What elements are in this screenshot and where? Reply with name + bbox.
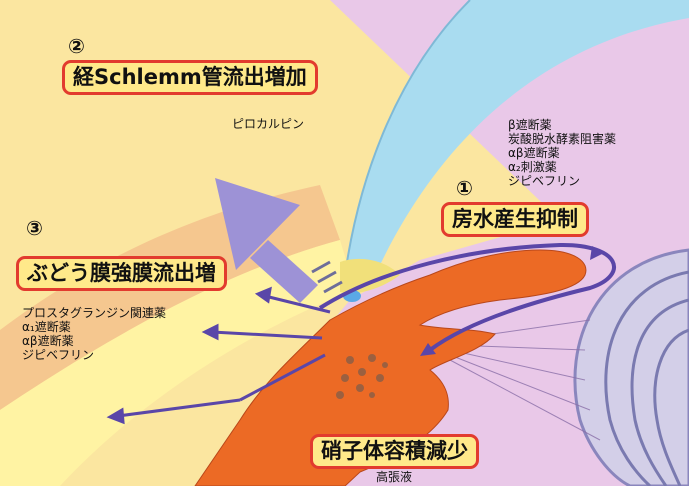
- outflow-channels: [311, 260, 343, 294]
- route-2-drug: ピロカルピン: [232, 117, 305, 131]
- route-1-drug: β遮断薬: [508, 118, 552, 132]
- aqueous-flow-loop: [318, 242, 616, 352]
- flow-arrowhead: [590, 246, 604, 260]
- route-2-number: ②: [68, 34, 85, 58]
- route-2-title: 経Schlemm管流出増加: [62, 60, 318, 96]
- cornea: [330, 0, 689, 275]
- cornea-edge: [344, 0, 471, 276]
- uveoscleral-arrows: [106, 286, 331, 425]
- route-3-drug: プロスタグランジン関連薬: [22, 306, 167, 320]
- route-3-drug: ジピベフリン: [22, 348, 95, 362]
- route-1-drug: ジピベフリン: [508, 174, 581, 188]
- route-3-number: ③: [26, 216, 43, 240]
- route-3-drug: αβ遮断薬: [22, 334, 74, 348]
- route-3-drug: α₁遮断薬: [22, 320, 71, 334]
- schlemm-outflow-arrow: [215, 178, 318, 303]
- flow-arrowhead: [420, 343, 436, 356]
- vitreous-title: 硝子体容積減少: [310, 434, 479, 470]
- route-1-drug: α₂刺激薬: [508, 160, 557, 174]
- lens: [573, 248, 689, 486]
- route-1-drug: αβ遮断薬: [508, 146, 560, 160]
- route-1-drug: 炭酸脱水酵素阻害薬: [508, 132, 617, 146]
- route-3-drug-list: プロスタグランジン関連薬 α₁遮断薬 αβ遮断薬 ジピベフリン: [22, 306, 166, 362]
- vitreous-drug: 高張液: [376, 470, 413, 484]
- route-1-drug-list: β遮断薬 炭酸脱水酵素阻害薬 αβ遮断薬 α₂刺激薬 ジピベフリン: [508, 118, 616, 188]
- route-3-title: ぶどう膜強膜流出増: [16, 256, 227, 292]
- pigment-granules: [336, 354, 388, 399]
- trabecular-meshwork: [340, 258, 400, 294]
- route-1-number: ①: [456, 176, 473, 200]
- route-1-title: 房水産生抑制: [441, 202, 589, 238]
- ciliary-body: [194, 249, 587, 486]
